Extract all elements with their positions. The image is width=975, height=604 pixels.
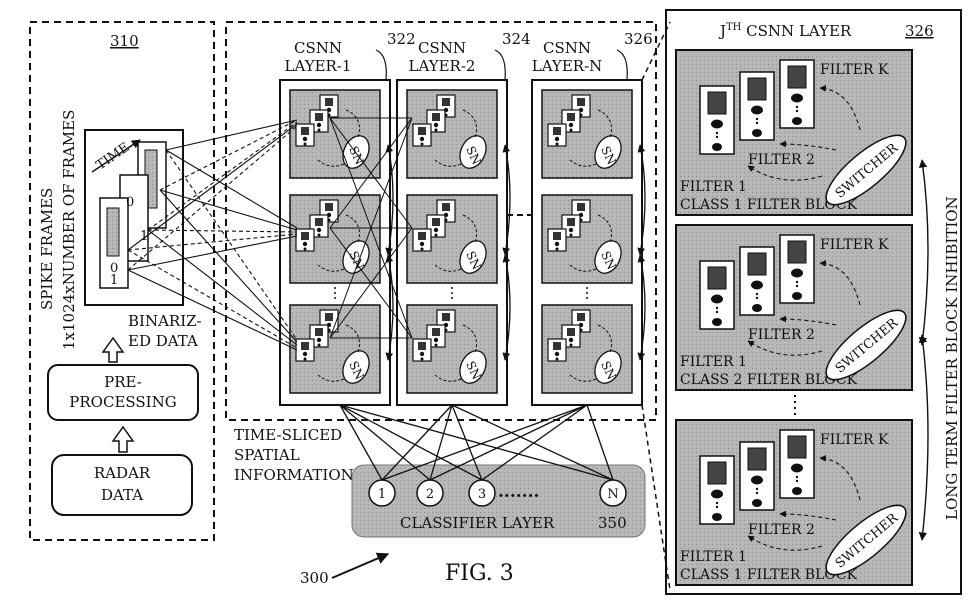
layer-2-title-a: CSNN	[418, 39, 466, 57]
inhibition-arrow	[918, 159, 929, 346]
preprocessing-label-2: PROCESSING	[69, 393, 176, 411]
class-filter-block-label: CLASS 1 FILTER BLOCK	[680, 197, 858, 213]
sn-switcher-icon: SN	[459, 135, 487, 169]
svg-text:0: 0	[126, 195, 134, 210]
classifier-node: N	[599, 479, 627, 507]
input-connections	[127, 119, 298, 351]
layer-1-title-b: LAYER-1	[285, 57, 352, 75]
sn-switcher-icon: SN	[594, 135, 622, 169]
filter-2-label: FILTER 2	[748, 152, 815, 168]
time-sliced-label-3: INFORMATION	[234, 466, 354, 484]
inter-layer-connections	[329, 117, 413, 339]
sn-switcher-icon: SN	[594, 240, 622, 274]
classifier-node-label: 1	[378, 487, 386, 502]
layer-n-title-b: LAYER-N	[532, 57, 603, 75]
classifier-label: CLASSIFIER LAYER	[400, 514, 555, 532]
filter-2-label: FILTER 2	[748, 522, 815, 538]
layer-n-ref: 326	[624, 30, 653, 48]
binarized-label-1: BINARIZ-	[128, 312, 202, 330]
preprocessing-label-1: PRE-	[104, 373, 142, 391]
csnn-cell: SN	[289, 89, 381, 179]
binarized-label-2: ED DATA	[128, 332, 198, 350]
inhibition-arrow	[502, 254, 511, 361]
classifier-section: TIME-SLICED SPATIAL INFORMATION 1 2 3 N ...…	[234, 404, 646, 538]
switcher-icon: SWITCHER	[825, 309, 907, 381]
svg-text:1: 1	[140, 229, 148, 244]
inhibition-arrow	[637, 254, 646, 361]
layer-2-title-b: LAYER-2	[409, 57, 476, 75]
time-sliced-label-2: SPATIAL	[234, 446, 300, 464]
layer-n-title-a: CSNN	[543, 39, 591, 57]
inhibition-arrow	[385, 254, 394, 361]
inhibition-arrow	[637, 144, 646, 256]
inhibition-arrow	[918, 334, 929, 541]
filter-1-label: FILTER 1	[680, 549, 747, 565]
filter-1-label: FILTER 1	[680, 354, 747, 370]
classifier-node: 1	[368, 479, 396, 507]
spike-frames-label: SPIKE FRAMES	[38, 188, 56, 310]
filter-1-label: FILTER 1	[680, 179, 747, 195]
input-block-ref: 310	[110, 32, 139, 50]
inhibition-arrow	[385, 144, 394, 256]
frame-mark-1: 1	[110, 273, 118, 288]
filter-k-label: FILTER K	[820, 432, 889, 448]
sn-switcher-icon: SN	[459, 240, 487, 274]
jth-layer: JTH CSNN LAYER 326 LONG TERM FILTER BLOC…	[665, 9, 962, 595]
filter-2-label: FILTER 2	[748, 327, 815, 343]
sn-switcher-icon: SN	[342, 350, 370, 384]
time-sliced-label-1: TIME-SLICED	[234, 426, 342, 444]
radar-label-1: RADAR	[94, 464, 151, 482]
input-block: 310 SPIKE FRAMES 1x1024xNUMBER OF FRAMES…	[29, 21, 215, 541]
classifier-dots: .......	[498, 482, 539, 502]
csnn-cell: SN	[541, 194, 633, 284]
inhibition-arrow	[502, 144, 511, 256]
sn-switcher-icon: SN	[594, 350, 622, 384]
classifier-node: 3	[468, 479, 496, 507]
figure-caption: FIG. 3	[445, 561, 514, 586]
csnn-cell: SN	[289, 194, 381, 284]
csnn-cell: SN	[541, 89, 633, 179]
classifier-node-label: 3	[478, 487, 486, 502]
sn-switcher-icon: SN	[342, 240, 370, 274]
layer-2-ref: 324	[502, 30, 531, 48]
classifier-node-label: 2	[426, 487, 434, 502]
sn-switcher-icon: SN	[459, 350, 487, 384]
class-filter-block-label: CLASS 2 FILTER BLOCK	[680, 372, 858, 388]
layer-1-ref: 322	[387, 30, 416, 48]
radar-data-box	[51, 454, 193, 516]
classifier-node: 2	[416, 479, 444, 507]
csnn-cell: SN	[289, 304, 381, 394]
layer-1-title-a: CSNN	[294, 39, 342, 57]
classifier-node-label: N	[607, 487, 618, 502]
filter-k-label: FILTER K	[820, 237, 889, 253]
frame-mark-0: 0	[110, 261, 118, 276]
switcher-icon: SWITCHER	[825, 134, 907, 206]
csnn-cell: SN	[406, 194, 498, 284]
csnn-cell: SN	[406, 304, 498, 394]
jth-ref: 326	[905, 22, 934, 40]
classifier-ref: 350	[598, 514, 627, 532]
main-ref: 300	[300, 569, 329, 587]
jth-title: JTH CSNN LAYER	[718, 22, 852, 40]
long-term-inhibition-label: LONG TERM FILTER BLOCK INHIBITION	[943, 196, 961, 520]
csnn-cell: SN	[541, 304, 633, 394]
preprocessing-box	[47, 364, 199, 421]
radar-label-2: DATA	[101, 486, 143, 504]
filter-k-label: FILTER K	[820, 62, 889, 78]
csnn-area: CSNN LAYER-1 322 CSNN LAYER-2 324 CSNN L…	[225, 21, 671, 591]
frame-size-label: 1x1024xNUMBER OF FRAMES	[60, 110, 78, 350]
csnn-cell: SN	[406, 89, 498, 179]
class-filter-block-label: CLASS 1 FILTER BLOCK	[680, 567, 858, 583]
